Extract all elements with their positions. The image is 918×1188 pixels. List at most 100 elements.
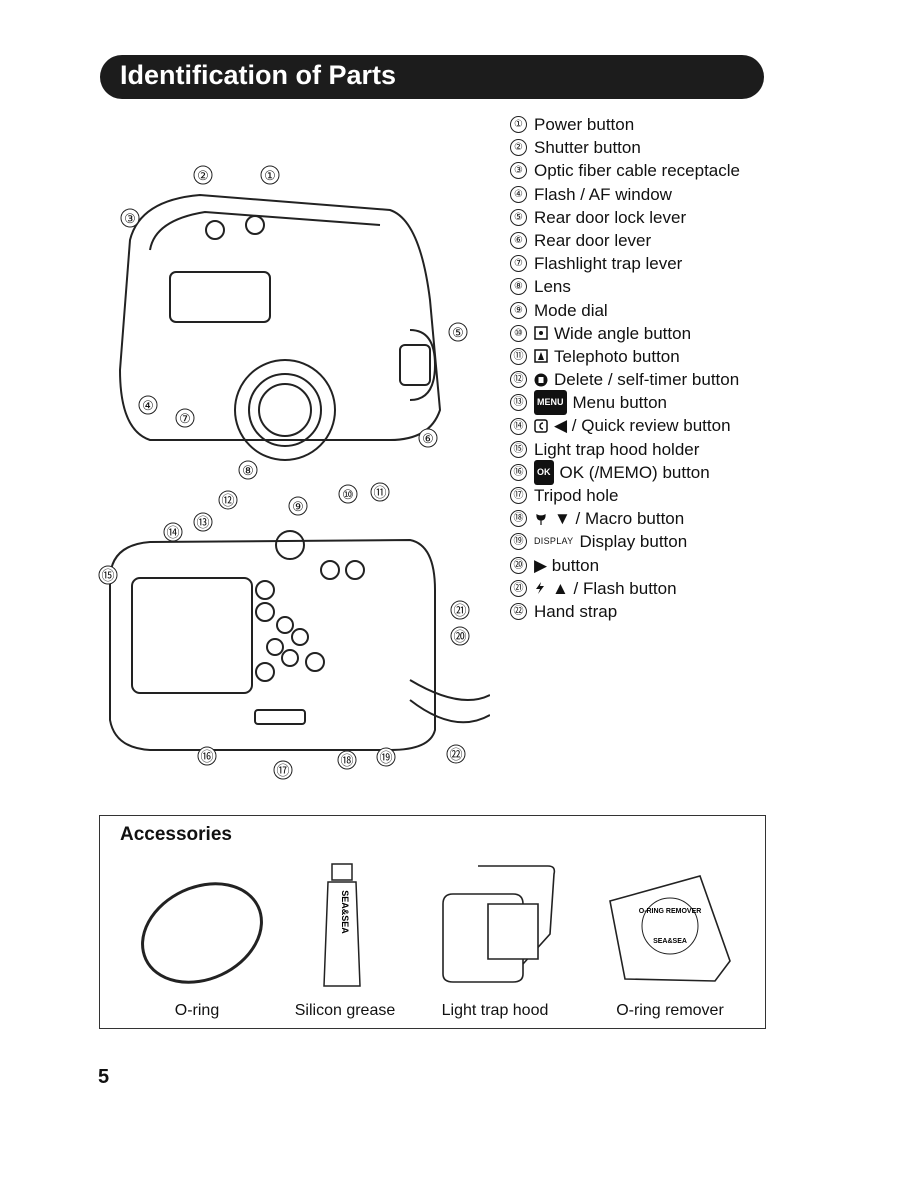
ok-icon: OK — [534, 459, 554, 486]
wide-icon — [534, 326, 548, 341]
callout-6: ⑥ — [418, 428, 438, 448]
callout-1: ① — [260, 165, 280, 185]
trash-icon — [534, 373, 548, 387]
callout-5: ⑤ — [448, 322, 468, 342]
svg-text:⑤: ⑤ — [452, 325, 464, 340]
list-item: ⑬ MENU Menu button — [510, 390, 740, 416]
svg-text:①: ① — [264, 168, 276, 183]
callout-2: ② — [193, 165, 213, 185]
svg-text:⑫: ⑫ — [221, 493, 234, 508]
callout-13: ⑬ — [193, 512, 213, 532]
list-item: ⑯ OK OK (/MEMO) button — [510, 459, 740, 486]
callout-21: ㉑ — [450, 600, 470, 620]
accessory-label-o-ring: O-ring — [174, 1002, 220, 1019]
callout-15: ⑮ — [98, 565, 118, 585]
callout-20: ⑳ — [450, 626, 470, 646]
list-item: ⑪ Telephoto button — [510, 345, 740, 368]
callout-14: ⑭ — [163, 522, 183, 542]
svg-text:⑦: ⑦ — [179, 411, 191, 426]
list-item: ⑳▶ button — [510, 554, 740, 577]
callout-11: ⑪ — [370, 482, 390, 502]
flash-icon — [534, 581, 546, 595]
svg-text:⑳: ⑳ — [453, 629, 466, 644]
svg-text:O-RING REMOVER: O-RING REMOVER — [639, 908, 702, 915]
camera-diagram: ① ② ③ ④ ⑤ ⑥ ⑦ ⑧ ⑨ ⑩ ⑪ ⑫ ⑬ ⑭ ⑮ ⑯ ⑰ ⑱ ⑲ ⑳ … — [98, 165, 490, 780]
svg-text:⑱: ⑱ — [340, 753, 353, 768]
list-item: ⑭ ◀ / Quick review button — [510, 414, 740, 437]
callout-3: ③ — [120, 208, 140, 228]
accessory-label-light-trap-hood: Light trap hood — [441, 1002, 549, 1019]
svg-text:⑥: ⑥ — [422, 431, 434, 446]
callout-4: ④ — [138, 395, 158, 415]
quick-review-icon — [534, 419, 548, 433]
callout-16: ⑯ — [197, 746, 217, 766]
accessories-title: Accessories — [120, 824, 232, 845]
menu-icon: MENU — [534, 390, 567, 416]
display-icon: DISPLAY — [534, 536, 574, 547]
shutter-button-shape — [205, 220, 225, 240]
accessory-label-o-ring-remover: O-ring remover — [616, 1002, 724, 1019]
list-item: ⑲ DISPLAY Display button — [510, 530, 740, 553]
rear-screen — [131, 577, 253, 694]
callout-7: ⑦ — [175, 408, 195, 428]
svg-text:⑰: ⑰ — [276, 763, 289, 778]
mode-dial-shape — [275, 530, 305, 560]
power-button-shape — [245, 215, 265, 235]
svg-text:㉒: ㉒ — [449, 747, 462, 762]
svg-text:②: ② — [197, 168, 209, 183]
callout-19: ⑲ — [376, 747, 396, 767]
lens-outer — [234, 359, 336, 461]
svg-text:⑬: ⑬ — [196, 515, 209, 530]
light-trap-hood-illustration — [442, 865, 556, 983]
callout-22: ㉒ — [446, 744, 466, 764]
svg-text:⑭: ⑭ — [166, 525, 179, 540]
svg-text:⑪: ⑪ — [373, 485, 386, 500]
flash-window — [169, 271, 271, 323]
accessories-box: Accessories SEA&SEA O-RING REMOVER SEA&S… — [99, 815, 766, 1029]
svg-text:SEA&SEA: SEA&SEA — [340, 890, 350, 934]
svg-text:⑯: ⑯ — [200, 749, 213, 764]
callout-18: ⑱ — [337, 750, 357, 770]
svg-text:⑨: ⑨ — [292, 499, 304, 514]
housing-front — [118, 193, 442, 441]
o-ring-remover-illustration: O-RING REMOVER SEA&SEA — [609, 875, 731, 982]
macro-icon — [534, 512, 548, 526]
svg-text:⑩: ⑩ — [342, 487, 354, 502]
callout-12: ⑫ — [218, 490, 238, 510]
svg-text:⑲: ⑲ — [379, 750, 392, 765]
o-ring-illustration — [141, 882, 263, 984]
list-item: ㉑ ▲ / Flash button — [510, 577, 740, 600]
accessory-label-silicon-grease: Silicon grease — [294, 1002, 396, 1019]
title-bar: Identification of Parts — [100, 55, 764, 99]
svg-text:④: ④ — [142, 398, 154, 413]
page-number: 5 — [98, 1066, 110, 1088]
callout-10: ⑩ — [338, 484, 358, 504]
svg-text:⑧: ⑧ — [242, 463, 254, 478]
svg-text:⑮: ⑮ — [101, 568, 114, 583]
housing-rear — [109, 538, 436, 751]
callout-17: ⑰ — [273, 760, 293, 780]
callout-9: ⑨ — [288, 496, 308, 516]
page-title: Identification of Parts — [120, 60, 397, 90]
grease-tube-illustration: SEA&SEA — [323, 863, 361, 987]
svg-text:③: ③ — [124, 211, 136, 226]
list-item: ⑫ Delete / self-timer button — [510, 368, 740, 391]
svg-text:㉑: ㉑ — [453, 603, 466, 618]
svg-text:SEA&SEA: SEA&SEA — [653, 938, 687, 945]
tele-icon — [534, 349, 548, 364]
callout-8: ⑧ — [238, 460, 258, 480]
list-item: ⑩ Wide angle button — [510, 322, 740, 345]
list-item: ⑱ ▼ / Macro button — [510, 507, 740, 530]
